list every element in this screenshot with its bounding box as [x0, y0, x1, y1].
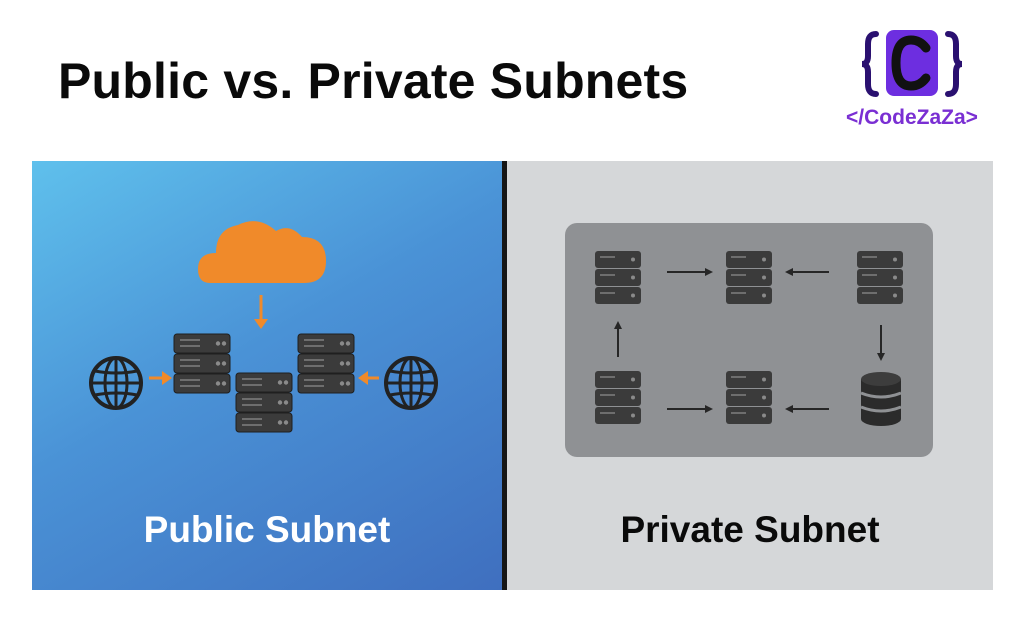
server-icon	[236, 373, 292, 432]
brand-logo: </CodeZaZa>	[822, 26, 1002, 136]
private-subnet-diagram	[565, 223, 933, 457]
arrow-icon	[667, 405, 713, 413]
logo-mark-icon	[862, 30, 962, 97]
logo-text: </CodeZaZa>	[846, 106, 978, 129]
arrow-icon	[667, 268, 713, 276]
arrow-icon	[877, 325, 885, 361]
server-icon	[856, 250, 904, 305]
server-icon	[594, 370, 642, 425]
arrow-icon	[254, 295, 268, 329]
logo-right-brace	[945, 31, 962, 97]
database-icon	[860, 372, 902, 426]
server-icon	[174, 334, 230, 393]
arrow-icon	[785, 405, 829, 413]
private-subnet-panel: Private Subnet	[507, 161, 993, 590]
public-subnet-label: Public Subnet	[143, 509, 391, 550]
logo-left-brace	[862, 31, 879, 97]
arrow-icon	[614, 321, 622, 357]
arrow-icon	[785, 268, 829, 276]
public-subnet-diagram	[89, 221, 438, 590]
globe-icon	[384, 356, 438, 410]
cloud-icon	[198, 221, 326, 283]
public-subnet-panel: Public Subnet	[32, 161, 502, 590]
page-title: Public vs. Private Subnets	[58, 53, 689, 109]
globe-icon	[89, 356, 143, 410]
arrow-icon	[358, 371, 379, 385]
private-subnet-label: Private Subnet	[620, 509, 880, 550]
server-icon	[725, 370, 773, 425]
server-icon	[298, 334, 354, 393]
arrow-icon	[149, 371, 172, 385]
private-network-box	[565, 223, 933, 457]
logo-letter-c	[891, 35, 931, 91]
panel-divider	[502, 161, 507, 590]
server-icon	[725, 250, 773, 305]
server-icon	[594, 250, 642, 305]
